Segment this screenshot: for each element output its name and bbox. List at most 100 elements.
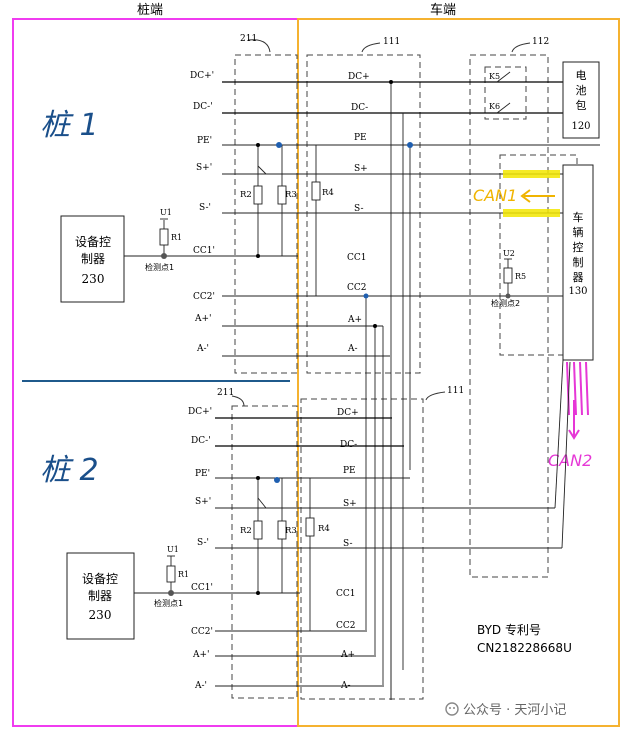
- p2-pe-node-a: [256, 476, 260, 480]
- v2-pin-pe: PE: [343, 466, 356, 476]
- vc-char-2: 辆: [573, 225, 584, 239]
- p2-detect-point: 检测点1: [154, 598, 183, 608]
- p2-r4-resistor: [305, 517, 315, 537]
- pile2-controller-box: [66, 552, 135, 640]
- v2-pin-dcminus: DC-: [340, 440, 357, 450]
- switch-box-ref: 112: [532, 37, 549, 47]
- v1-pin-cc1: CC1: [347, 253, 367, 263]
- patent-line-2: CN218228668U: [477, 641, 572, 655]
- v1-pin-aplus: A+: [347, 315, 362, 325]
- p2-pe-node-b: [274, 477, 280, 483]
- p2-pin-dcplus: DC+': [188, 407, 212, 417]
- pile1-controller-box: [60, 215, 125, 303]
- p2-u1-label: U1: [167, 545, 179, 554]
- p1-pin-dcminus: DC-': [193, 102, 213, 112]
- can2-stroke-1: [566, 361, 570, 416]
- vehicle-side-frame: [297, 18, 620, 727]
- v2-pin-cc2: CC2: [336, 621, 356, 631]
- p1-pe-node-b: [276, 142, 282, 148]
- p2-r2-resistor: [253, 520, 263, 540]
- p2-pin-sminus: S-': [197, 538, 209, 548]
- p2-pin-aplus: A+': [192, 650, 210, 660]
- v1-pin-aminus: A-: [347, 344, 358, 354]
- v1-pin-cc2: CC2: [347, 283, 367, 293]
- battery-pack-box: [562, 61, 600, 139]
- v1-pe-node: [407, 142, 413, 148]
- p1-r2-label: R2: [240, 190, 252, 200]
- vehicle-controller-box: [562, 164, 594, 361]
- pile2-module-211: [231, 405, 298, 699]
- v2-pin-sminus: S-: [343, 539, 353, 549]
- p2-r4-label: R4: [318, 524, 330, 534]
- p2-r3-label: R3: [285, 526, 297, 536]
- pile1-controller-line2: 制器: [81, 252, 105, 266]
- can2-arrow: [568, 400, 580, 440]
- pile2-handwritten-label: 桩 2: [40, 453, 99, 488]
- vc-char-5: 器: [573, 271, 584, 284]
- p2-pin-aminus: A-': [194, 681, 207, 691]
- p2-pin-cc1: CC1': [191, 583, 213, 593]
- pile1-handwritten-label: 桩 1: [40, 108, 99, 143]
- pile1-module-211: [234, 54, 298, 374]
- p1-pe-node-a: [256, 143, 260, 147]
- v1-pin-sminus: S-: [354, 204, 364, 214]
- battery-char-2: 池: [576, 84, 587, 97]
- r5-resistor: [503, 267, 513, 284]
- detect2-node: [505, 293, 511, 299]
- k5-label: K5: [489, 72, 500, 81]
- p2-r3-resistor: [277, 520, 287, 540]
- pile1-controller-num: 230: [82, 272, 105, 286]
- v1-pin-dcplus: DC+: [348, 72, 370, 82]
- p2-pin-cc2: CC2': [191, 627, 213, 637]
- p1-r1-resistor: [159, 228, 169, 246]
- p1-u1-label: U1: [160, 208, 172, 217]
- p2-cc1-node: [256, 591, 260, 595]
- p2-r2-label: R2: [240, 526, 252, 536]
- watermark: 公众号 · 天河小记: [445, 702, 566, 718]
- v2-pin-dcplus: DC+: [337, 408, 359, 418]
- v2-pin-splus: S+: [343, 499, 357, 509]
- can2-stroke-3: [579, 361, 583, 416]
- can2-annotation: CAN2: [548, 451, 592, 470]
- p1-pin-splus: S+': [196, 163, 212, 173]
- v1-dcplus-node: [389, 80, 393, 84]
- p2-pin-dcminus: DC-': [191, 436, 211, 446]
- pile2-controller-line1: 设备控: [82, 572, 118, 586]
- k5-k6-box: [484, 66, 527, 120]
- p2-pin-pe: PE': [195, 469, 210, 479]
- p1-cc1-node: [256, 254, 260, 258]
- vc-char-1: 车: [573, 210, 584, 224]
- p1-r1-label: R1: [171, 233, 182, 242]
- inlet2-ref: 111: [447, 386, 464, 396]
- p1-pin-cc1: CC1': [193, 246, 215, 256]
- pile1-controller-line1: 设备控: [75, 235, 111, 249]
- vehicle-inlet1-111: [306, 54, 421, 374]
- pile-side-header: 桩端: [137, 3, 163, 18]
- can2-stroke-2: [573, 361, 577, 416]
- k6-label: K6: [489, 102, 500, 111]
- v1-pin-splus: S+: [354, 164, 368, 174]
- can1-arrow: [520, 189, 555, 203]
- patent-line-1: BYD 专利号: [477, 622, 541, 637]
- battery-char-3: 包: [576, 99, 587, 112]
- pile2-controller-line2: 制器: [88, 589, 112, 603]
- p1-pin-dcplus: DC+': [190, 71, 214, 81]
- v1-cc2-node: [363, 293, 369, 299]
- p1-pin-aplus: A+': [194, 314, 212, 324]
- p2-pin-splus: S+': [195, 497, 211, 507]
- can1-highlight-splus: [503, 170, 560, 178]
- v2-pin-aminus: A-: [340, 681, 351, 691]
- p1-pin-pe: PE': [197, 136, 212, 146]
- battery-char-1: 电: [576, 69, 587, 82]
- vehicle-side-header: 车端: [430, 2, 456, 18]
- vc-num: 130: [568, 286, 587, 297]
- p2-detect-node: [168, 590, 174, 596]
- battery-num: 120: [571, 121, 590, 132]
- pile2-controller-num: 230: [89, 608, 112, 622]
- p1-detect-node: [161, 253, 167, 259]
- p1-r3-resistor: [277, 185, 287, 205]
- can1-highlight-sminus: [503, 209, 560, 217]
- v1-pin-dcminus: DC-: [351, 103, 368, 113]
